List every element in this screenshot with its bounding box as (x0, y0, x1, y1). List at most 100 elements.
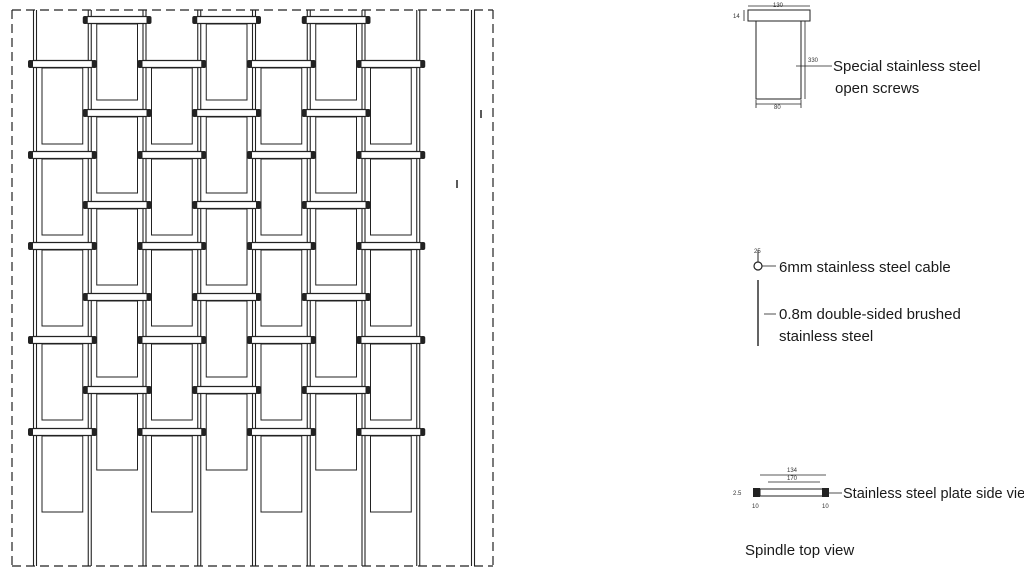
clamp-end (82, 386, 88, 394)
clamp (303, 292, 370, 302)
clamp-end (28, 336, 33, 344)
panel (151, 67, 193, 145)
panel (260, 435, 303, 513)
clamp-end (420, 336, 426, 344)
panel (41, 67, 84, 145)
clamp-end (192, 201, 198, 209)
panel (96, 300, 138, 378)
clamp (29, 427, 96, 437)
clamp (303, 15, 370, 25)
clamp (138, 150, 205, 160)
plate-dim-top1: 134 (787, 468, 798, 474)
clamp-end (365, 109, 371, 117)
clamp-end (256, 109, 261, 117)
clamp-end (201, 336, 207, 344)
panel (370, 343, 412, 421)
clamp (84, 15, 151, 25)
clamp (248, 59, 315, 69)
clamp-end (137, 60, 143, 68)
clamp-end (356, 428, 362, 436)
clamp-end (137, 336, 143, 344)
screw-dim-left: 14 (733, 14, 740, 20)
screw-label-line2: open screws (835, 80, 919, 97)
clamp-end (365, 201, 371, 209)
clamp-end (247, 336, 252, 344)
clamp (29, 335, 96, 345)
clamp-end (301, 109, 307, 117)
plate-end-left (753, 488, 760, 497)
clamp-end (82, 109, 88, 117)
panels (41, 23, 412, 513)
screw-dim-bottom: 80 (774, 105, 781, 111)
clamp-end (201, 242, 207, 250)
clamp-end (146, 386, 152, 394)
clamp (248, 335, 315, 345)
plate-label: Stainless steel plate side view (843, 486, 1024, 502)
plate-end-right (822, 488, 829, 497)
panel (151, 249, 193, 327)
panel (151, 343, 193, 421)
plate-dim-right-bottom: 10 (822, 504, 829, 510)
clamp-end (192, 293, 198, 301)
clamp-end (247, 428, 252, 436)
clamp-end (146, 109, 152, 117)
clamp-end (137, 428, 143, 436)
panel (315, 208, 357, 286)
clamp-end (310, 151, 316, 159)
clamp-end (82, 201, 88, 209)
clamp (248, 241, 315, 251)
clamp (138, 59, 205, 69)
clamp (248, 427, 315, 437)
panel (205, 393, 248, 471)
clamp-end (91, 60, 97, 68)
panel (370, 249, 412, 327)
clamp-end (137, 242, 143, 250)
brushed-steel-label-line1: 0.8m double-sided brushed (779, 306, 961, 323)
clamp-end (420, 242, 426, 250)
clamp (357, 335, 424, 345)
clamp (84, 108, 151, 118)
clamp-end (192, 16, 198, 24)
clamp-end (192, 109, 198, 117)
clamp-end (146, 201, 152, 209)
clamp-end (301, 293, 307, 301)
clamp-end (365, 293, 371, 301)
screw-head (747, 9, 811, 22)
clamp-end (365, 386, 371, 394)
clamp (84, 200, 151, 210)
cable-section (753, 261, 763, 271)
panel (260, 158, 303, 236)
clamp (29, 150, 96, 160)
clamp-end (420, 151, 426, 159)
clamp-end (201, 428, 207, 436)
clamp (357, 59, 424, 69)
panel (205, 208, 248, 286)
panel (96, 208, 138, 286)
clamp-end (256, 386, 261, 394)
clamp (193, 385, 260, 395)
clamp (138, 335, 205, 345)
clamp-end (256, 16, 261, 24)
clamp (193, 108, 260, 118)
clamp-end (356, 60, 362, 68)
elevation-drawing (11, 9, 494, 567)
clamp-end (247, 242, 252, 250)
clamp (84, 385, 151, 395)
clamp (193, 292, 260, 302)
clamp-end (301, 201, 307, 209)
cable-detail: 25 6mm stainless steel cable 0.8m double… (753, 249, 961, 346)
plate-detail: 134 170 2.5 10 10 Stainless steel plate … (733, 468, 1024, 510)
panel (315, 300, 357, 378)
clamp (193, 200, 260, 210)
panel (205, 300, 248, 378)
clamp-end (301, 16, 307, 24)
spindle-label: Spindle top view (745, 542, 854, 559)
screw-dim-side: 330 (808, 58, 819, 64)
clamp-end (201, 151, 207, 159)
clamp-end (310, 60, 316, 68)
panel (41, 343, 84, 421)
clamp-end (301, 386, 307, 394)
clamp (357, 150, 424, 160)
clamp-end (201, 60, 207, 68)
screw-detail: 130 80 330 14 Special stainless steel op… (733, 3, 981, 111)
